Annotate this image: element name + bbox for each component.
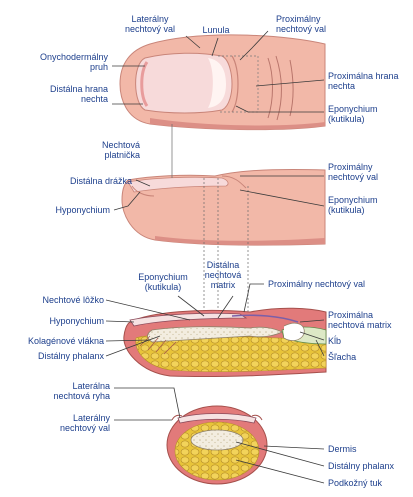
label-kost: Kĺb — [328, 336, 341, 346]
label-nechtove-lozko: Nechtové lôžko — [10, 295, 104, 305]
label-eponychium-side: Eponychium(kutikula) — [328, 195, 378, 215]
finger-side-view — [122, 169, 325, 245]
label-proximalny-val-sect: Proximálny nechtový val — [268, 279, 365, 289]
cross-section — [167, 406, 267, 484]
label-podkozny-tuk: Podkožný tuk — [328, 478, 382, 488]
label-slacha: Šľacha — [328, 352, 356, 362]
label-lunula: Lunula — [196, 25, 236, 35]
label-distalny-phalanx-cross: Distálny phalanx — [328, 461, 394, 471]
label-hyponychium-sect: Hyponychium — [10, 316, 104, 326]
label-kolagenove-vlakna: Kolagénové vlákna — [4, 336, 104, 346]
label-hyponychium-side: Hyponychium — [14, 205, 110, 215]
label-dermis: Dermis — [328, 444, 357, 454]
label-eponychium-sect: Eponychium(kutikula) — [128, 272, 198, 292]
label-distalna-dragka: Distálna drážka — [14, 176, 132, 186]
longitudinal-section — [124, 308, 326, 376]
cross-bone — [191, 430, 243, 450]
label-eponychium-top: Eponychium(kutikula) — [328, 104, 378, 124]
label-distalny-phalanx-sect: Distálny phalanx — [4, 351, 104, 361]
section-joint — [284, 323, 304, 340]
